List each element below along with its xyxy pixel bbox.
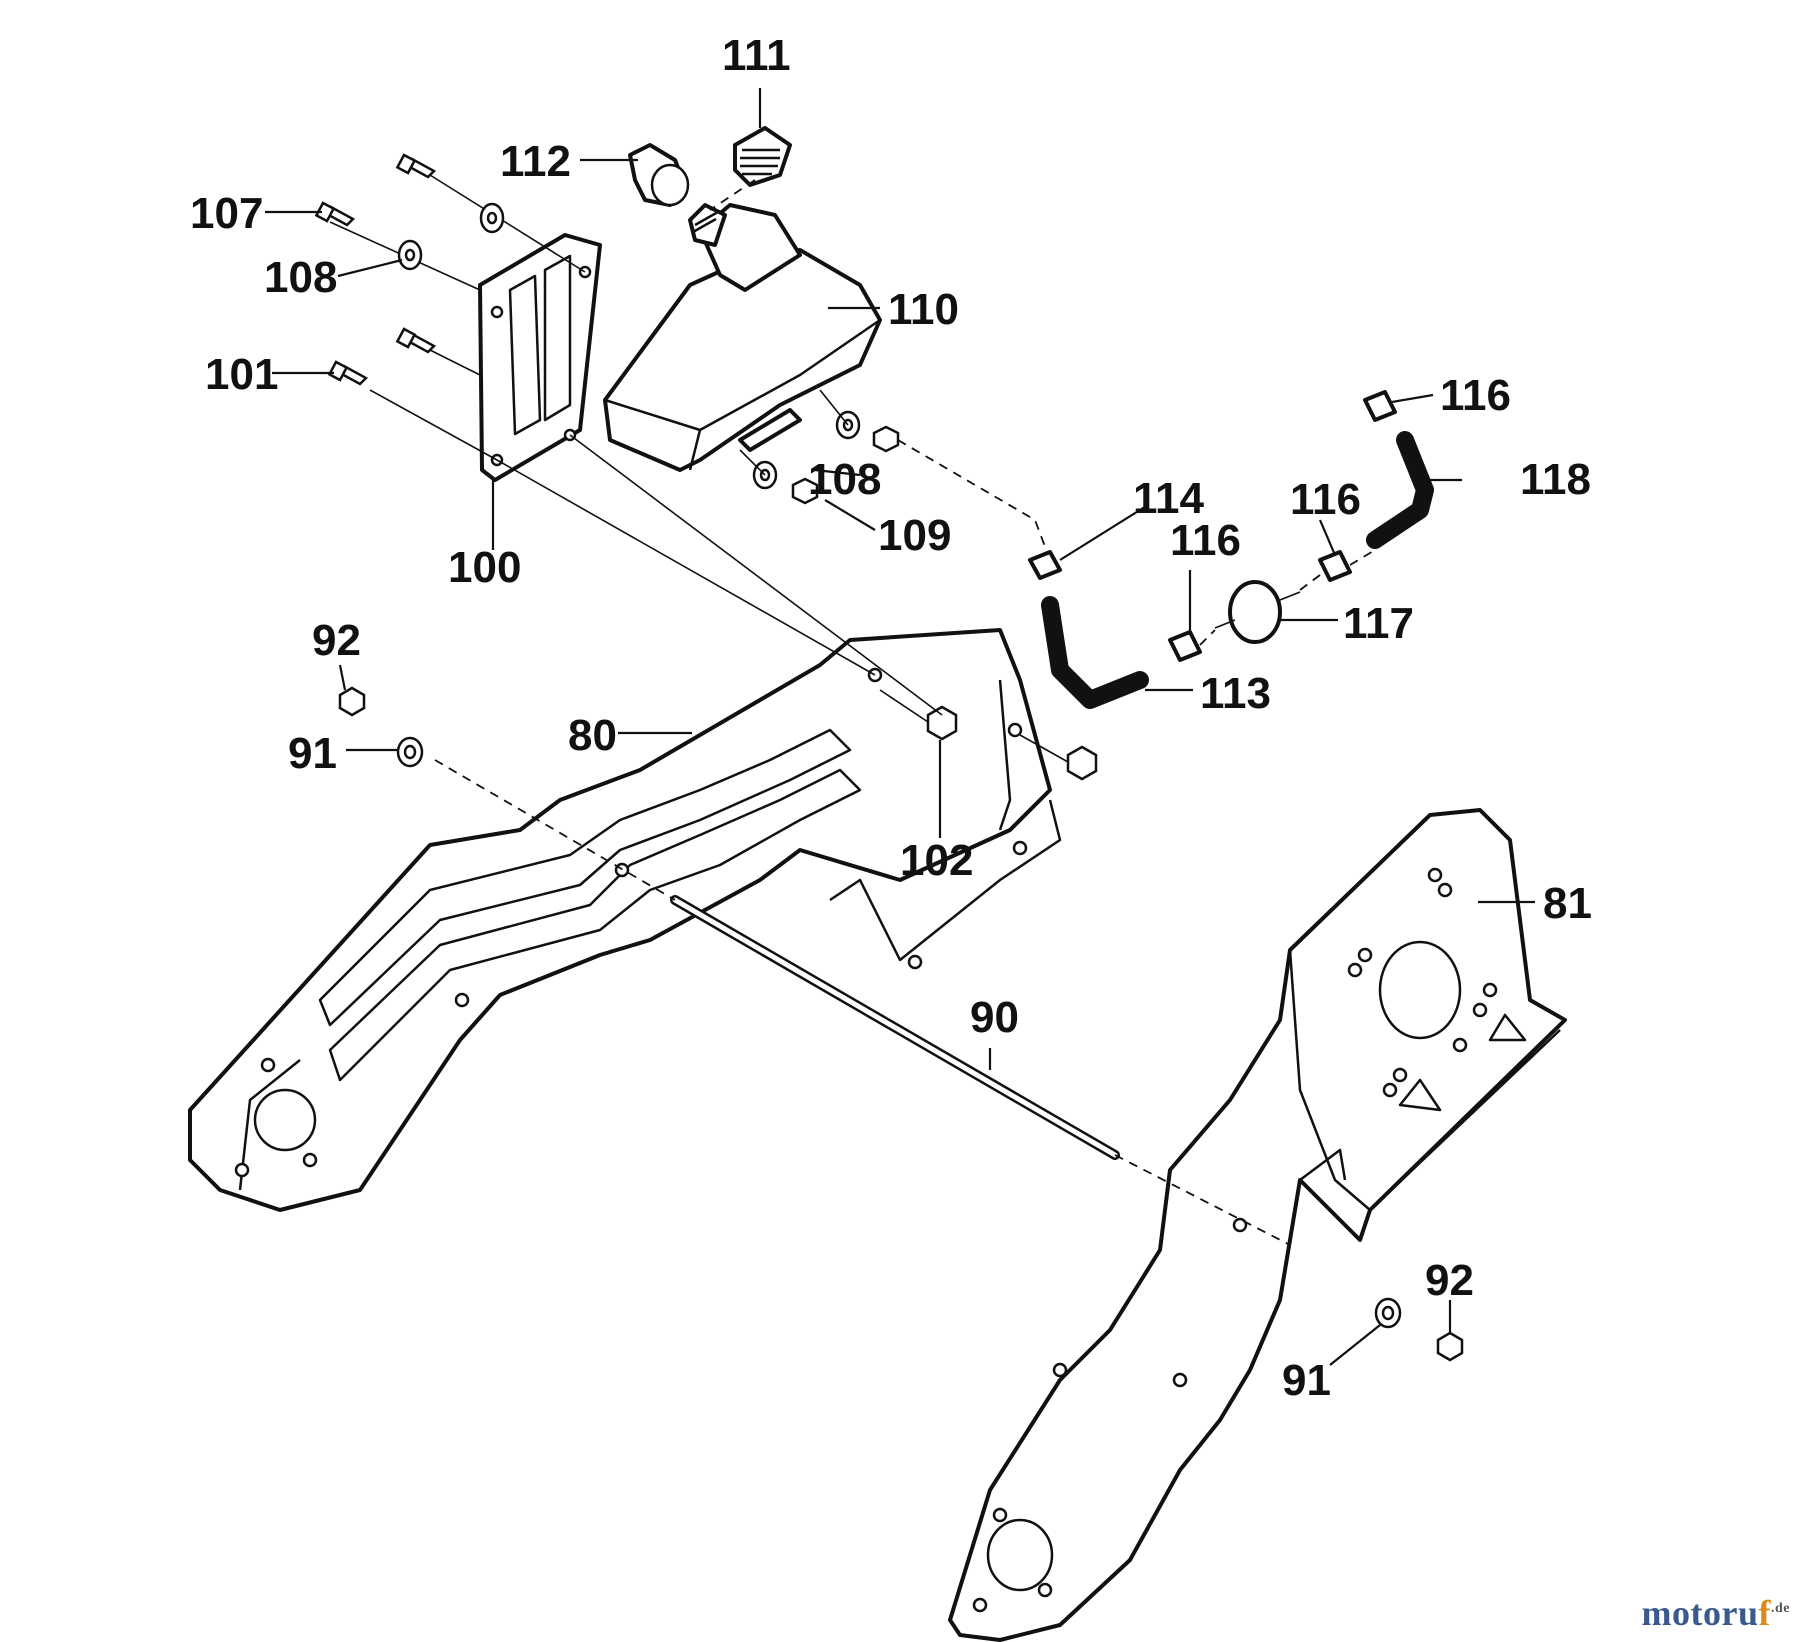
tank-bracket xyxy=(478,233,602,482)
watermark-tld: .de xyxy=(1771,1601,1790,1616)
label-112: 112 xyxy=(500,137,571,186)
leader-lines xyxy=(265,88,1535,1366)
washers-upper xyxy=(397,202,505,271)
label-116-lower: 116 xyxy=(1170,516,1241,565)
label-108-lower: 108 xyxy=(808,455,881,504)
label-114: 114 xyxy=(1133,474,1205,523)
label-118: 118 xyxy=(1520,455,1591,504)
watermark-accent: f xyxy=(1758,1593,1771,1633)
label-116-middle: 116 xyxy=(1290,475,1361,524)
watermark-main: motoru xyxy=(1641,1593,1759,1633)
label-101: 101 xyxy=(205,350,278,399)
label-81: 81 xyxy=(1543,879,1592,928)
tank-hardware-lower xyxy=(739,389,1051,561)
label-116-top: 116 xyxy=(1440,371,1511,420)
frame-bracket-right xyxy=(948,808,1567,1642)
label-92-right: 92 xyxy=(1425,1256,1474,1305)
label-109: 109 xyxy=(878,511,951,560)
align-line-2 xyxy=(569,434,943,716)
mount-nuts xyxy=(879,689,1098,781)
fuel-line-parts xyxy=(1028,390,1434,709)
label-108-upper: 108 xyxy=(264,253,337,302)
label-110: 110 xyxy=(888,285,959,334)
label-91-right: 91 xyxy=(1282,1356,1331,1405)
part-labels: 111 112 107 108 110 101 116 108 118 114 … xyxy=(190,31,1592,1405)
label-100: 100 xyxy=(448,543,521,592)
label-117: 117 xyxy=(1343,599,1414,648)
washer-nut-right xyxy=(1374,1297,1464,1362)
label-92-left: 92 xyxy=(312,616,361,665)
align-line-3 xyxy=(369,389,498,461)
label-111: 111 xyxy=(722,31,791,80)
washer-nut-left xyxy=(338,686,424,768)
brand-watermark-logo: motoruf.de xyxy=(1642,1592,1790,1634)
frame-bracket-left xyxy=(188,628,1062,1212)
label-91-left: 91 xyxy=(288,729,337,778)
label-107: 107 xyxy=(190,189,263,238)
label-113: 113 xyxy=(1200,669,1271,718)
align-line-4 xyxy=(429,349,481,376)
tank-caps xyxy=(628,126,792,211)
align-line-1 xyxy=(496,459,876,676)
bolts xyxy=(314,153,437,386)
label-90: 90 xyxy=(970,993,1019,1042)
cross-shaft xyxy=(434,759,1291,1246)
label-102: 102 xyxy=(900,836,973,885)
align-line-6 xyxy=(429,174,586,273)
label-80: 80 xyxy=(568,711,617,760)
fuel-tank xyxy=(603,203,882,472)
